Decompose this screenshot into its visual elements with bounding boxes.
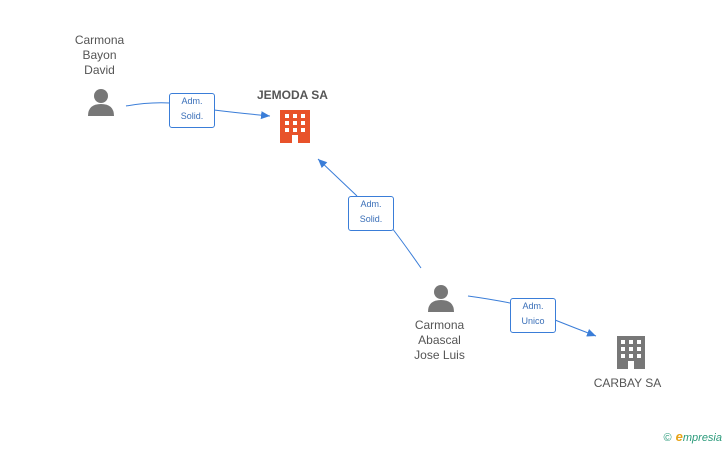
building-icon[interactable] — [280, 110, 310, 143]
edge-jose-jemoda — [318, 159, 422, 269]
relation-line: Solid. — [359, 214, 383, 224]
company-name-jemoda[interactable]: JEMODA SA — [257, 88, 328, 102]
relation-label: Adm. Solid. — [169, 93, 215, 128]
relation-line: Unico — [521, 316, 545, 326]
relation-line: Adm. — [522, 301, 544, 311]
relation-label: Adm. Unico — [510, 298, 556, 333]
copyright-symbol: © — [663, 432, 672, 444]
person-name-jose[interactable]: Carmona Abascal Jose Luis — [392, 318, 487, 363]
edge-david-jemoda — [125, 102, 270, 116]
person-name-david[interactable]: Carmona Bayon David — [52, 33, 147, 78]
relation-line: Adm. — [181, 96, 203, 106]
relation-label: Adm. Solid. — [348, 196, 394, 231]
name-line: Abascal — [418, 333, 461, 347]
building-icon[interactable] — [617, 336, 645, 369]
name-line: Jose Luis — [414, 348, 465, 362]
person-icon[interactable] — [88, 89, 114, 116]
relation-line: Solid. — [180, 111, 204, 121]
edge-jose-carbay — [467, 295, 596, 336]
logo-text: mpresia — [682, 432, 722, 444]
person-icon[interactable] — [428, 285, 454, 312]
name-line: Carmona — [74, 33, 125, 47]
logo-initial: e — [675, 429, 683, 444]
relation-line: Adm. — [360, 199, 382, 209]
name-line: Bayon — [82, 48, 117, 62]
empresia-logo: ©empresia — [664, 429, 722, 444]
name-line: David — [84, 63, 115, 77]
name-line: Carmona — [414, 318, 465, 332]
company-name-carbay[interactable]: CARBAY SA — [593, 376, 662, 390]
